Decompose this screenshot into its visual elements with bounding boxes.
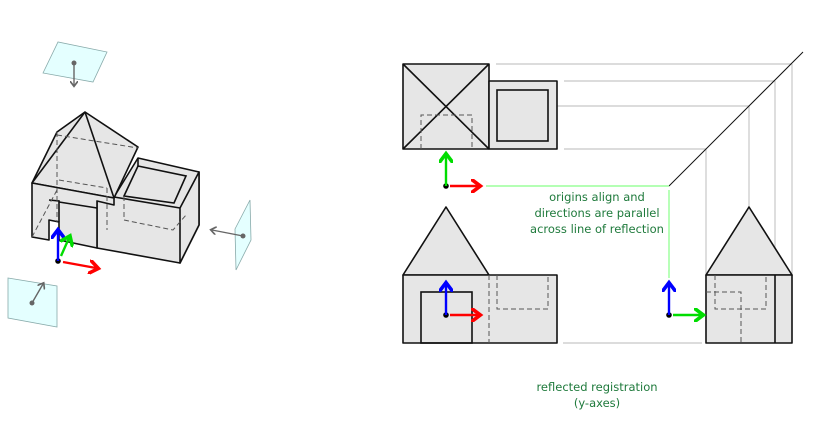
top-view	[402, 63, 558, 189]
annotation-line-2: directions are parallel	[534, 206, 659, 220]
side-plane-normal-arrow	[212, 230, 244, 237]
annotation-line-1: origins align and	[549, 190, 645, 204]
caption-line-2: (y-axes)	[574, 396, 620, 410]
annotation-line-3: across line of reflection	[530, 222, 664, 236]
line-of-reflection	[668, 51, 804, 187]
iso-x-axis-arrow	[62, 262, 96, 268]
front-view	[402, 206, 558, 344]
caption-line-1: reflected registration	[536, 380, 657, 394]
front-plane-normal-arrow	[31, 284, 43, 304]
iso-y-axis-arrow	[61, 238, 69, 257]
side-view	[666, 206, 793, 344]
isometric-house	[7, 41, 252, 328]
